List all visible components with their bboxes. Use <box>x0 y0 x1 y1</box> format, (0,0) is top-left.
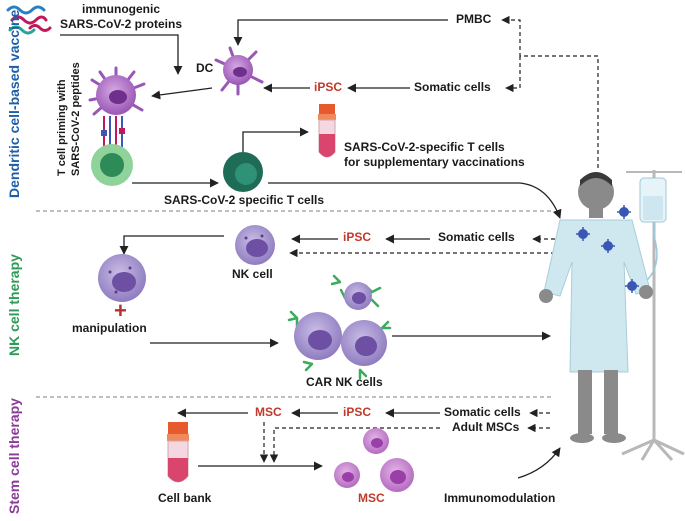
adult-mscs-label: Adult MSCs <box>452 420 520 434</box>
naive-t-cell-icon <box>91 144 133 186</box>
somatic-label-nk: Somatic cells <box>438 230 515 244</box>
nk-cell-icon <box>235 225 275 265</box>
arrow-tcells-patient <box>268 182 562 219</box>
arrow-pmbc-dc <box>233 19 448 46</box>
dc-label: DC <box>196 61 214 75</box>
pmbc-label: PMBC <box>456 12 492 26</box>
ipsc-label-stem: iPSC <box>343 405 372 419</box>
msc-label-bottom: MSC <box>358 491 385 505</box>
car-nk-label: CAR NK cells <box>306 375 383 389</box>
iv-stand-icon <box>621 170 685 462</box>
immunogenic-label: immunogenic <box>82 2 161 16</box>
virus-particles-icon <box>576 205 639 293</box>
arrow-tcell-tube <box>242 127 309 152</box>
patient-icon <box>539 172 653 443</box>
t-priming-label-1: T cell priming with <box>56 79 68 176</box>
tcr-mhc-icon <box>101 116 125 148</box>
arrow-dashed-somatic <box>505 56 521 93</box>
dc-cell-icon <box>214 46 264 96</box>
arrow-adult-down <box>269 427 440 463</box>
plus-icon: + <box>114 298 127 323</box>
arrow-proteins-down <box>60 34 183 75</box>
section-title-dendritic: Dendritic cell-based vaccine <box>6 9 22 198</box>
msc-cells-icon <box>334 428 414 492</box>
manipulated-nk-cell-icon <box>98 254 146 302</box>
ipsc-label-top: iPSC <box>314 80 343 94</box>
cell-bank-tube-icon <box>167 422 189 483</box>
specific-t-label-1: SARS-CoV-2-specific T cells <box>344 140 505 154</box>
car-nk-cells-icon <box>287 274 392 380</box>
section-title-stem: Stem cell therapy <box>6 398 22 514</box>
manipulation-label: manipulation <box>72 321 147 335</box>
t-cell-tube-icon <box>318 104 336 158</box>
cell-bank-label: Cell bank <box>158 491 212 505</box>
specific-t-cell-icon <box>223 152 263 192</box>
proteins-label: SARS-CoV-2 proteins <box>60 17 183 31</box>
virus-rna-icon <box>6 5 52 35</box>
ipsc-label-nk: iPSC <box>343 230 372 244</box>
immunomodulation-label: Immunomodulation <box>444 491 556 505</box>
msc-label-top: MSC <box>255 405 282 419</box>
arrow-nk-manip <box>119 235 224 255</box>
arrow-immuno-patient <box>517 447 561 479</box>
specific-t-label-2: for supplementary vaccinations <box>344 155 525 169</box>
somatic-label-top: Somatic cells <box>414 80 491 94</box>
specific-t-cells-label: SARS-CoV-2 specific T cells <box>164 193 325 207</box>
somatic-label-stem: Somatic cells <box>444 405 521 419</box>
primed-dendritic-cell-icon <box>88 66 146 116</box>
section-title-nk: NK cell therapy <box>6 254 22 356</box>
nk-cell-label: NK cell <box>232 267 273 281</box>
t-priming-label-2: SARS-CoV-2 peptides <box>70 62 82 176</box>
arrow-dc-priming <box>151 87 213 100</box>
arrow-patient-pmbc <box>501 15 599 168</box>
